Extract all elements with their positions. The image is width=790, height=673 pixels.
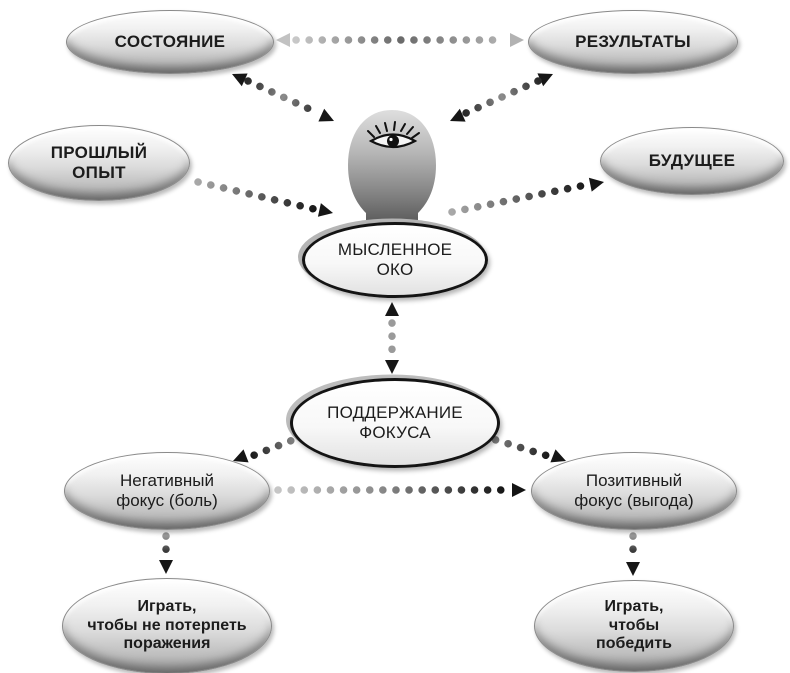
node-play-to-win: Играть, чтобы победить — [534, 580, 734, 672]
node-positive-focus-label: Позитивный фокус (выгода) — [574, 470, 694, 510]
arrow-head-future — [448, 177, 604, 216]
node-state: СОСТОЯНИЕ — [66, 10, 274, 74]
node-results-label: РЕЗУЛЬТАТЫ — [575, 31, 691, 51]
head-silhouette-icon — [336, 110, 448, 250]
arrow-mindseye-focus — [385, 302, 399, 374]
node-negative-focus: Негативный фокус (боль) — [64, 452, 270, 530]
node-future: БУДУЩЕЕ — [600, 127, 784, 195]
node-past-experience-label: ПРОШЛЫЙ ОПЫТ — [50, 142, 148, 182]
node-play-to-win-label: Играть, чтобы победить — [596, 597, 672, 653]
arrow-focus-negative — [233, 432, 307, 463]
node-play-not-to-lose-label: Играть, чтобы не потерпеть поражения — [87, 597, 247, 653]
arrow-past-head — [194, 178, 333, 217]
arrow-state-results — [276, 33, 524, 47]
arrow-positive-playwin — [626, 532, 640, 576]
arrow-results-head — [450, 73, 553, 122]
arrow-negative-positive — [274, 483, 526, 497]
eye-icon — [367, 121, 420, 149]
arrow-negative-playlose — [159, 532, 173, 574]
node-future-label: БУДУЩЕЕ — [648, 150, 736, 170]
arrow-focus-positive — [479, 432, 566, 463]
node-past-experience: ПРОШЛЫЙ ОПЫТ — [8, 125, 190, 201]
node-negative-focus-label: Негативный фокус (боль) — [116, 470, 218, 510]
node-state-label: СОСТОЯНИЕ — [114, 31, 226, 51]
node-minds-eye-label: МЫСЛЕННОЕ ОКО — [337, 239, 453, 279]
node-results: РЕЗУЛЬТАТЫ — [528, 10, 738, 74]
arrow-state-head — [232, 73, 334, 122]
node-focus-maintenance: ПОДДЕРЖАНИЕ ФОКУСА — [290, 378, 500, 468]
node-focus-maintenance-label: ПОДДЕРЖАНИЕ ФОКУСА — [327, 402, 463, 442]
node-minds-eye: МЫСЛЕННОЕ ОКО — [302, 222, 488, 298]
node-play-not-to-lose: Играть, чтобы не потерпеть поражения — [62, 578, 272, 673]
node-positive-focus: Позитивный фокус (выгода) — [531, 452, 737, 530]
